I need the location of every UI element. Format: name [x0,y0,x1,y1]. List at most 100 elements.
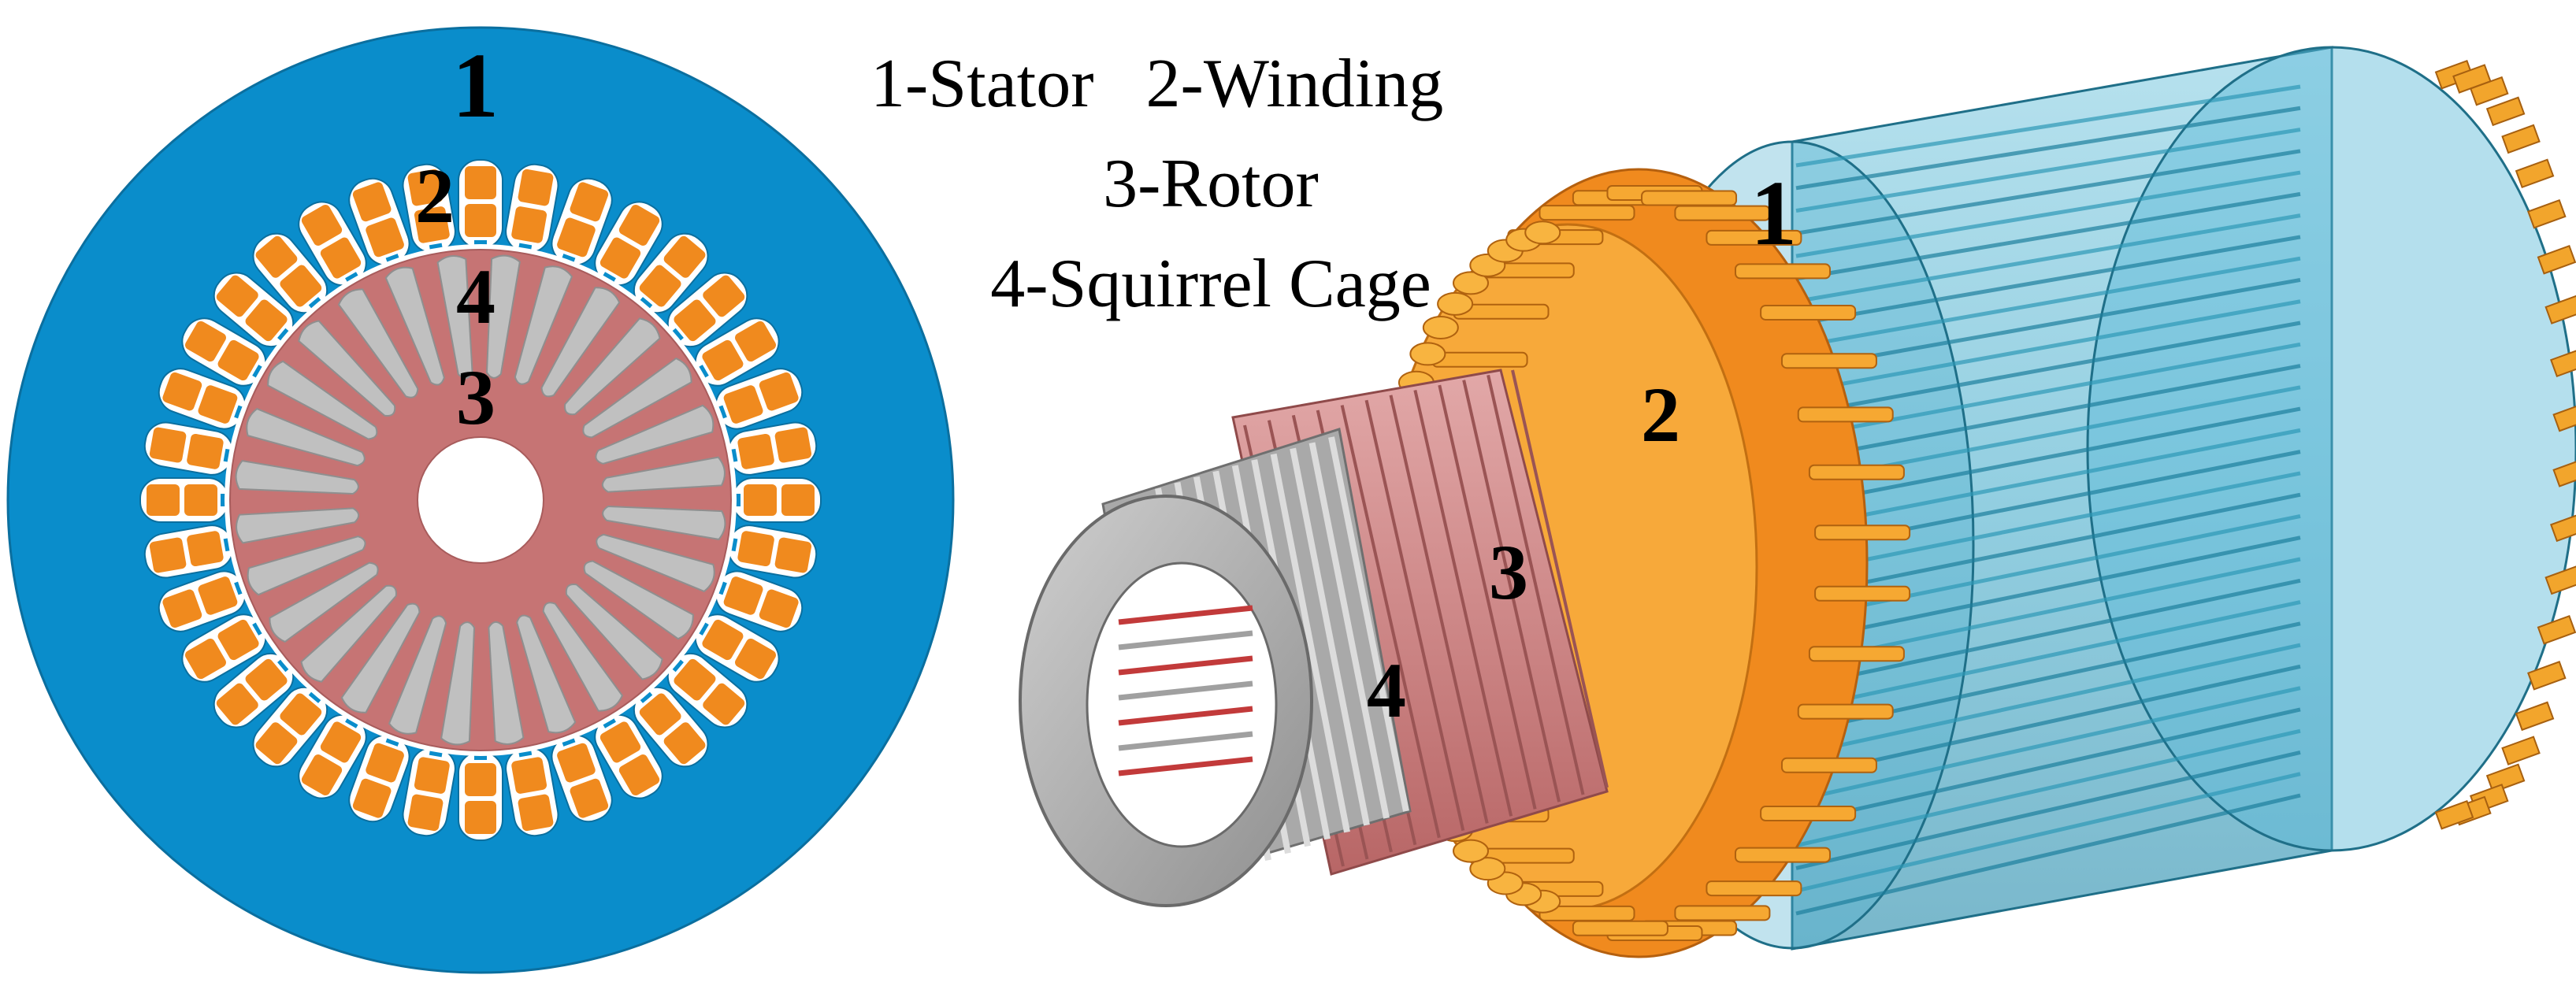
slot-coil-inner [639,265,681,307]
slot-coil-outer [352,182,392,222]
slot-coil-inner [245,299,288,342]
rotor-bar [235,460,359,495]
slot-coil-inner [187,433,224,469]
coil-end-loop [1409,342,1446,366]
rotor-bar [595,404,715,465]
rotor-bar [388,615,447,735]
slot-coil-inner [217,339,259,381]
rotor-stripe [1487,374,1585,795]
inner-bar [1118,756,1253,776]
slot-coil-inner [320,237,362,279]
stator-slot [458,751,503,841]
rotor-bar-shape [298,320,396,417]
rotor-bar-shape [246,407,366,467]
rotor-stripe [1340,405,1441,839]
inner-slot-line [1795,149,2301,235]
stator-slot [731,477,822,523]
slot-coil-inner [557,743,596,783]
slot-coil-outer [774,427,812,463]
rotor-bar [247,536,366,596]
coil-turn [1641,190,1738,206]
stator-slot [348,177,410,267]
rotor-bar [602,505,726,540]
rotor-bar-shape [514,265,573,385]
rotor-bar-shape [485,254,521,379]
cage-inner-bars [1118,605,1253,776]
rotor-bar [300,584,397,683]
stator-slot [458,159,503,250]
cs-label-rotor: 3 [456,354,496,441]
slot-coil-outer [703,683,745,725]
rotor-bar [267,360,378,440]
far-coil-tooth [2501,736,2541,765]
coil-turn [1797,406,1894,423]
coil-turn [1674,205,1771,221]
rotor-bars [235,254,726,746]
legend: 1-Stator 2-Winding 3-Rotor 4-Squirrel Ca… [870,46,1443,322]
rotor-stripe [1438,384,1537,810]
rotor-bar-shape [384,266,445,386]
slot-coil-outer [147,484,180,516]
far-coil-tooth [2527,198,2567,229]
rotor-bar-shape [583,560,694,640]
stator-slot [505,745,559,837]
end-ring-hole [1086,562,1278,848]
slot-coil-inner [217,619,259,661]
inner-slot-line [1795,277,2301,372]
slot-coil-outer [465,801,496,834]
rotor-bar [337,288,419,398]
inner-slot-line [1795,213,2301,304]
inner-slot-line [1795,170,2301,258]
slot-coil-outer [663,722,706,765]
inner-slot-line [1795,707,2301,825]
slot-coil-inner [414,206,450,243]
inner-bar [1118,680,1253,701]
rotor-bar-shape [440,621,476,746]
inner-slot-line [1795,191,2301,281]
slot-coil-outer [149,537,187,573]
far-coil-tooth [2537,614,2576,645]
rotor-bar-shape [595,404,715,465]
slot-coil-inner [511,757,547,794]
far-coil-tooth [2544,565,2576,595]
coil-end-loop [1453,271,1490,295]
coil-turn [1674,905,1771,921]
stator-slot [726,421,818,476]
rotor-bar [564,317,661,416]
slot-coil-outer [185,638,226,680]
slot-coil-outer [162,589,202,628]
slot-coil-inner [280,693,322,736]
inner-slot-line [1795,256,2301,349]
inner-slot-line [1795,751,2301,870]
rotor-bar [542,602,624,712]
coil-turn [1814,585,1911,602]
slot-coil-inner [557,217,596,258]
inner-slot-line [1795,106,2301,191]
rotor-bar-shape [516,614,577,734]
rotor-bar [298,320,396,417]
rotor-bar-shape [488,621,525,745]
far-coil-tooth [2550,347,2576,378]
coil-end-loop [1422,315,1459,339]
slot-coil-inner [245,658,288,701]
slot-coil-outer [735,321,776,362]
stator-slot [181,613,267,683]
stator-slot [143,524,236,579]
rotor-bar-shape [269,562,379,643]
stator-slot [298,201,367,287]
slot-coil-outer [407,169,444,206]
stator-slot [694,317,780,387]
rotor-bar [269,562,379,643]
slot-coil-outer [301,754,343,795]
isometric-view: 1 2 3 4 [1019,46,2576,958]
rotor-bar-shape [340,602,421,713]
inner-slot-line [1795,321,2301,417]
coil-turn [1760,806,1857,822]
rotor-bar [246,407,366,467]
slot-coil-inner [744,484,777,516]
rotor-bar [236,507,360,544]
inner-slot-line [1795,514,2301,621]
rotor-bar-shape [601,456,726,493]
far-coil-tooth [2501,124,2541,154]
squirrel-cage-isometric [1019,428,1412,907]
